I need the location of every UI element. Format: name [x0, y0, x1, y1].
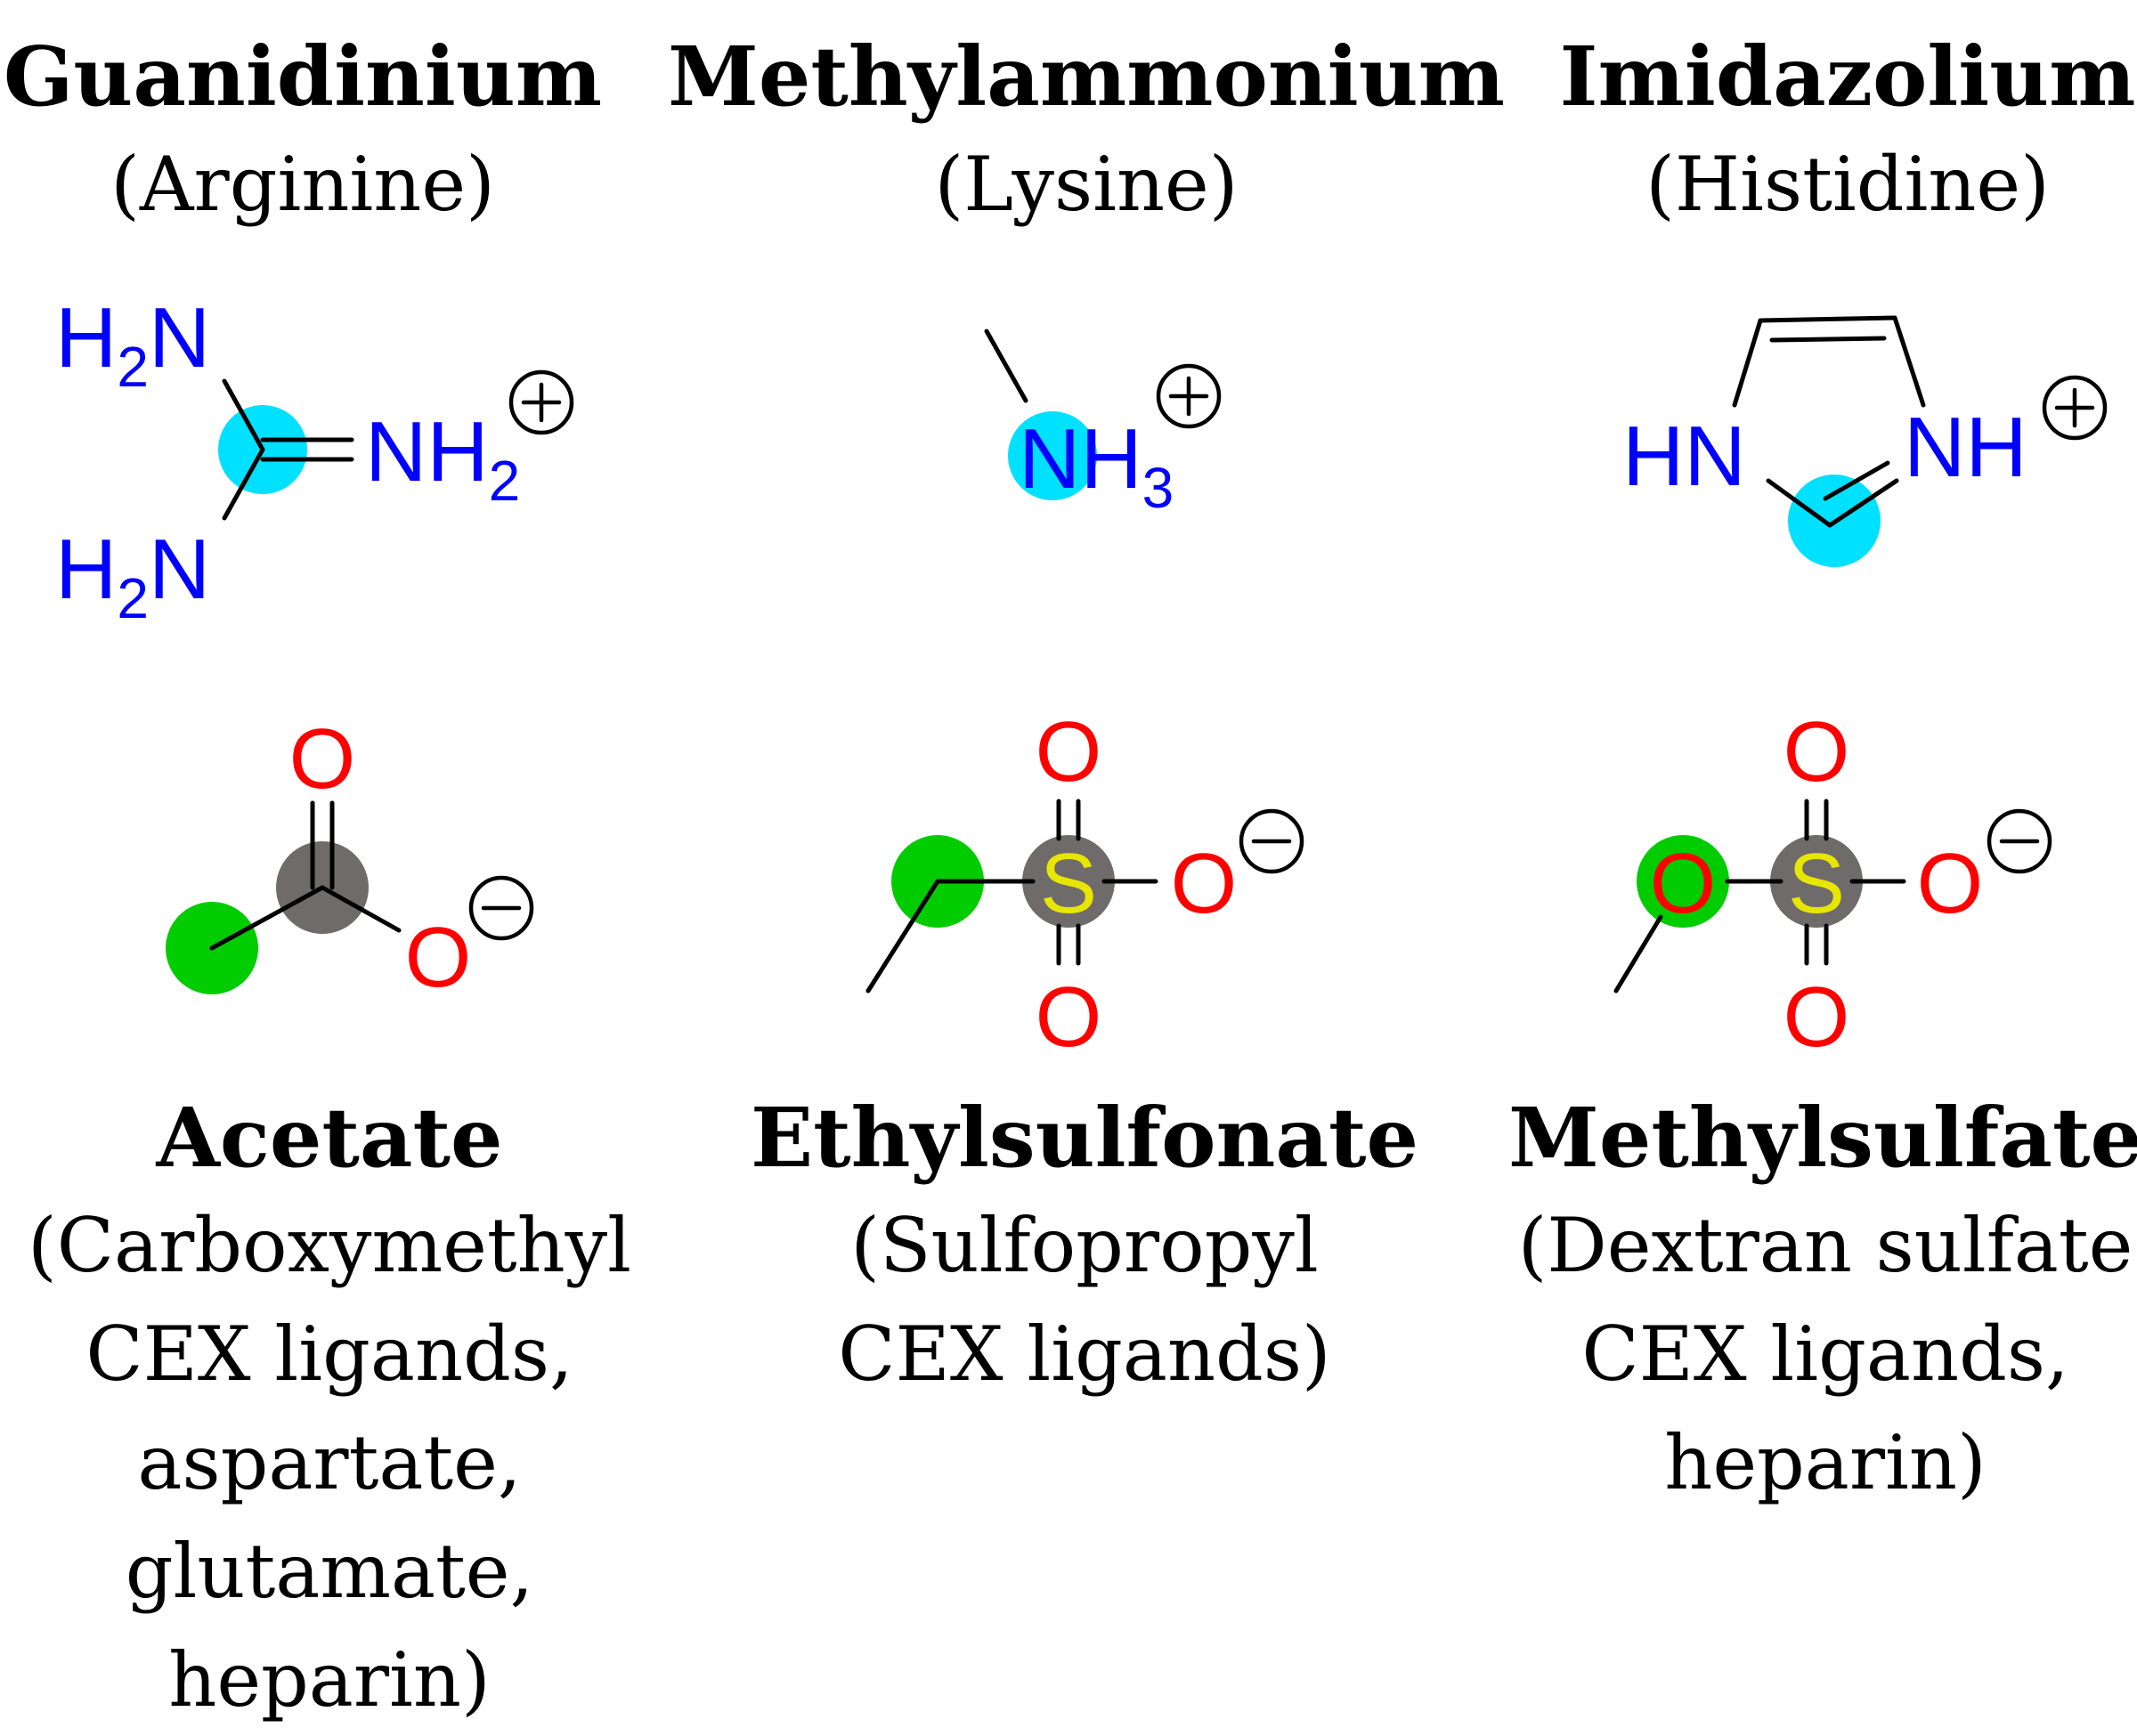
cation-source-methylammonium: (Lysine) — [934, 141, 1238, 228]
highlight-sulfur — [1022, 835, 1115, 928]
atom-n2-label: NH2 — [365, 404, 520, 513]
atom-n1-label: HN — [1622, 409, 1746, 504]
cation-name-guanidinium: Guanidinium — [4, 28, 602, 125]
anion-source-line: CEX ligands, — [85, 1310, 573, 1398]
anion-name-ethylsulfonate: Ethylsulfonate — [751, 1090, 1418, 1186]
bond-c2-n3 — [1827, 478, 1899, 528]
minus-charge-icon — [1987, 808, 2052, 874]
atom-o2-label: O — [1784, 969, 1850, 1065]
bond-c-n3 — [222, 447, 265, 521]
anion-source-line: (Carboxymethyl — [28, 1202, 631, 1289]
highlight-ester-oxygen — [1637, 835, 1729, 928]
structure-acetate: O O — [166, 711, 534, 1005]
cation-source-guanidinium: (Arginine) — [110, 141, 495, 228]
anion-name-acetate: Acetate — [155, 1090, 502, 1186]
highlight-nitrogen — [1008, 411, 1097, 500]
atom-s-label: S — [1040, 836, 1097, 931]
plus-charge-icon — [2042, 375, 2108, 441]
structure-methylammonium: NH3 — [984, 329, 1222, 520]
bond-n1-c2 — [1766, 478, 1832, 528]
plus-charge-icon — [1156, 363, 1222, 429]
anion-name-methylsulfate: Methylsulfate — [1508, 1090, 2137, 1186]
anion-source-line: heparin) — [168, 1636, 491, 1724]
atom-s-label: S — [1788, 836, 1845, 931]
highlight-sulfur — [1770, 835, 1863, 928]
bond-methyl-n — [984, 329, 1028, 403]
structure-ethylsulfonate: S O O O — [865, 704, 1304, 1065]
minus-charge-icon — [468, 875, 534, 941]
atom-o1-label: O — [289, 711, 356, 807]
bond-c-n1 — [222, 378, 265, 452]
atom-o2-label: O — [405, 910, 472, 1005]
bond-c4-c5-double — [1769, 336, 1887, 343]
atom-n3-label: NH — [1904, 400, 2027, 495]
cation-captions: Guanidinium (Arginine) Methylammonium (L… — [4, 28, 2136, 228]
bond-c4-n1 — [1732, 318, 1763, 408]
anion-source-line: CEX ligands, — [1581, 1310, 2068, 1398]
cation-name-imidazolium: Imidazolium — [1559, 28, 2135, 125]
atom-n3-label: H2N — [55, 522, 210, 630]
atom-o1-label: O — [1036, 704, 1102, 799]
structure-methylsulfate: O S O O O — [1613, 704, 2052, 1065]
anion-source-line: heparin) — [1664, 1419, 1987, 1506]
plus-charge-icon — [508, 369, 574, 435]
structure-guanidinium: H2N NH2 H2N — [55, 290, 574, 630]
atom-o0-label: O — [1650, 836, 1717, 931]
atom-n-label: NH3 — [1019, 411, 1174, 520]
atom-o2-label: O — [1036, 969, 1102, 1065]
atom-o3-label: O — [1917, 836, 1984, 931]
atom-o1-label: O — [1784, 704, 1850, 799]
bond-ch3-o — [1613, 914, 1663, 994]
atom-o3-label: O — [1171, 836, 1238, 931]
cation-source-imidazolium: (Histidine) — [1645, 141, 2050, 228]
bond-c-o2 — [320, 885, 402, 933]
anion-source-line: glutamate, — [126, 1528, 533, 1615]
anion-captions: Acetate (Carboxymethyl CEX ligands, aspa… — [28, 1090, 2137, 1724]
bond-c4-c5 — [1758, 315, 1897, 323]
anion-source-line: (Sulfopropyl — [850, 1202, 1319, 1289]
atom-n1-label: H2N — [55, 290, 210, 399]
cation-name-methylammonium: Methylammonium — [668, 28, 1505, 125]
bond-c5-n3 — [1892, 315, 1926, 408]
anion-source-line: (Dextran sulfate — [1518, 1202, 2133, 1289]
anion-source-line: aspartate, — [137, 1419, 521, 1506]
bond-c2-n3-double — [1823, 460, 1890, 501]
structure-imidazolium: HN NH — [1622, 315, 2108, 567]
anion-source-line: CEX ligands) — [838, 1310, 1330, 1398]
bond-ch3-ch2 — [865, 879, 940, 994]
bond-methyl-c — [209, 885, 325, 951]
minus-charge-icon — [1239, 808, 1304, 874]
